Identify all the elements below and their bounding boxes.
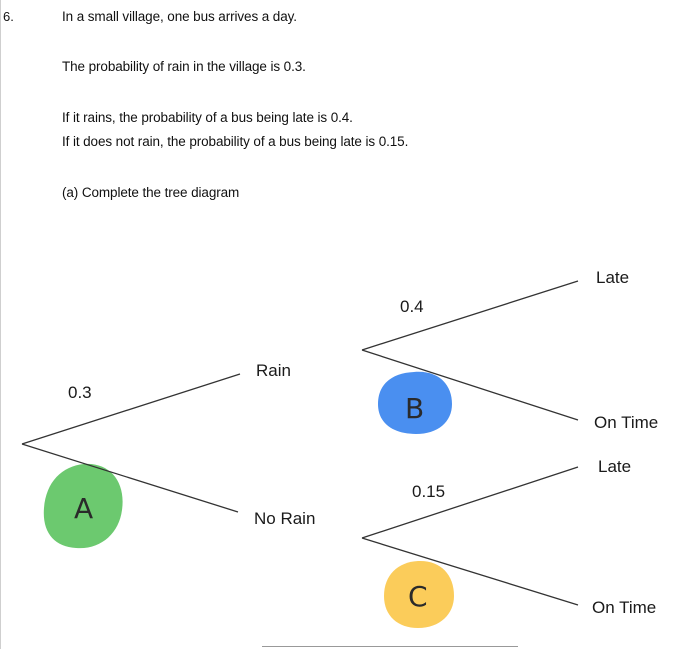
question-line-1: In a small village, one bus arrives a da… [62, 9, 297, 24]
branch-rain-on-time [361, 349, 579, 421]
branch-no-rain-late [361, 466, 579, 539]
answer-blob-b [378, 371, 452, 434]
branch-rain-late [361, 280, 579, 351]
handwritten-letter-c: C [408, 580, 428, 613]
outcome-label-no-rain-on-time: On Time [592, 598, 656, 617]
question-line-3: If it rains, the probability of a bus be… [62, 110, 353, 125]
node-label-rain: Rain [256, 361, 291, 380]
answer-blob-a [43, 463, 123, 549]
prob-label-rain: 0.3 [68, 383, 92, 402]
question-line-4: If it does not rain, the probability of … [62, 134, 409, 149]
outcome-label-no-rain-late: Late [598, 457, 631, 476]
handwritten-letter-a: A [74, 492, 93, 525]
branch-no-rain [21, 443, 239, 513]
question-part-a: (a) Complete the tree diagram [62, 185, 240, 200]
question-number: 6. [3, 9, 14, 24]
branch-no-rain-on-time [361, 537, 579, 606]
prob-label-no-rain-late: 0.15 [412, 482, 445, 501]
prob-label-rain-late: 0.4 [400, 297, 424, 316]
handwritten-letter-b: B [405, 392, 424, 425]
node-label-no-rain: No Rain [254, 509, 315, 528]
outcome-label-rain-late: Late [596, 268, 629, 287]
outcome-label-rain-on-time: On Time [594, 413, 658, 432]
question-line-2: The probability of rain in the village i… [62, 59, 306, 74]
tree-branches [21, 280, 579, 606]
answer-blob-c [384, 560, 454, 628]
branch-rain [21, 373, 241, 445]
page-bottom-rule [262, 646, 518, 647]
page-left-border [0, 0, 1, 649]
